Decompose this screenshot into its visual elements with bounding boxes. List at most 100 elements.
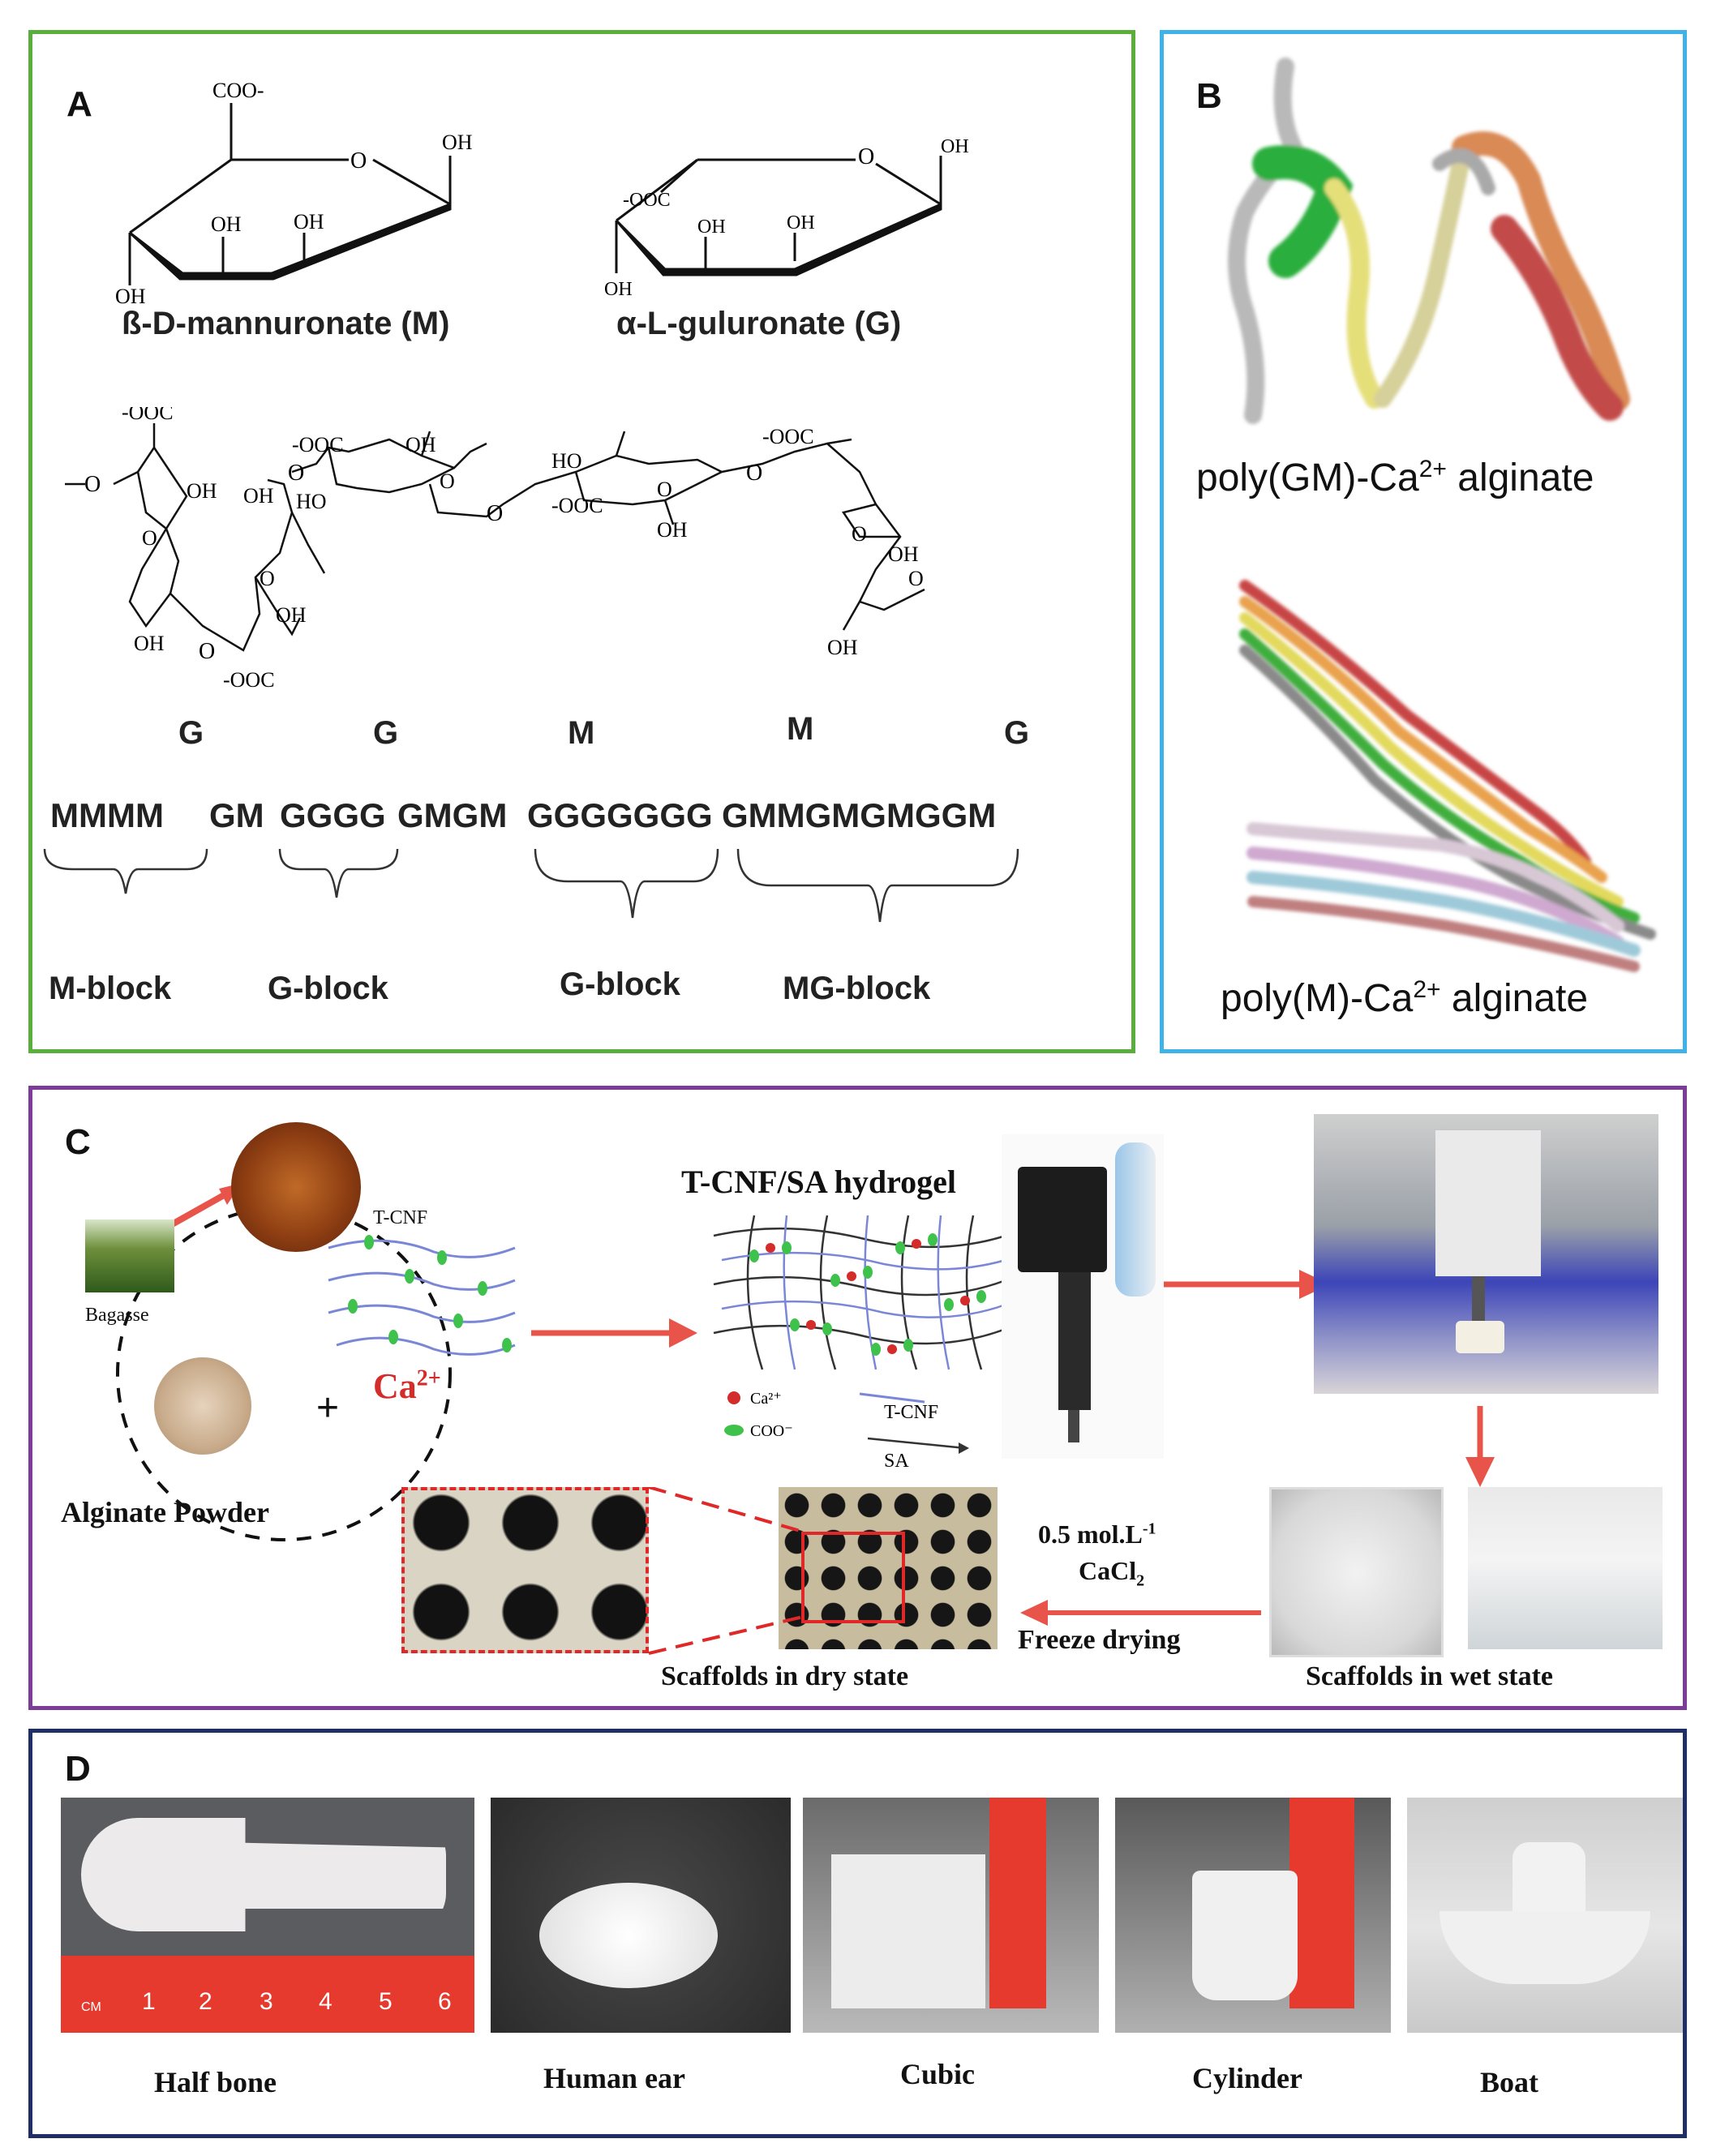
svg-text:O: O <box>350 148 367 174</box>
svg-text:HO: HO <box>551 449 582 473</box>
seq-gmgm: GMGM <box>397 796 508 834</box>
svg-text:O: O <box>858 144 874 169</box>
panel-c: C Bagasse T-CNF + Ca2+ Alginate Powder <box>28 1086 1687 1710</box>
dry-scaffold-photo <box>779 1487 998 1649</box>
calcium-ion: Ca2+ <box>373 1365 441 1406</box>
svg-text:OH: OH <box>888 542 919 566</box>
svg-text:O: O <box>260 567 275 590</box>
ruler: CM 1 2 3 4 5 6 <box>61 1956 474 2033</box>
block-g-1: G-block <box>268 971 388 1006</box>
panel-d-label: D <box>65 1749 91 1789</box>
printer-setup-photo <box>1314 1114 1658 1394</box>
svg-text:T-CNF: T-CNF <box>884 1402 938 1423</box>
panel-c-label: C <box>65 1122 91 1162</box>
svg-text:OH: OH <box>276 603 307 627</box>
svg-text:COO⁻: COO⁻ <box>750 1422 793 1440</box>
dry-state-caption: Scaffolds in dry state <box>661 1661 909 1691</box>
freeze-drying-label: Freeze drying <box>1018 1625 1181 1655</box>
svg-text:O: O <box>84 472 101 497</box>
mannuronate-name: ß-D-mannuronate (M) <box>122 306 450 341</box>
bagasse-label: Bagasse <box>85 1305 149 1326</box>
svg-text:O: O <box>142 526 157 550</box>
mannuronate-structure: COO- O OH OH OH OH <box>115 79 473 308</box>
human-ear-photo <box>491 1798 791 2033</box>
seq-mmmm: MMMM <box>50 796 164 834</box>
hydrogel-title: T-CNF/SA hydrogel <box>681 1164 956 1200</box>
panel-b: B poly(GM)-Ca2+ alginate <box>1160 30 1687 1053</box>
svg-text:O: O <box>199 639 215 664</box>
svg-text:OH: OH <box>115 285 146 308</box>
caption-cylinder: Cylinder <box>1192 2062 1303 2094</box>
alginate-powder-photo <box>154 1357 251 1455</box>
half-bone-photo: CM 1 2 3 4 5 6 <box>61 1798 474 2033</box>
svg-text:O: O <box>487 501 503 526</box>
svg-text:O: O <box>908 567 924 590</box>
arrow-to-printer <box>1164 1270 1330 1299</box>
poly-gm-structure-image <box>1228 58 1630 424</box>
seq-gggg: GGGG <box>280 796 386 834</box>
svg-text:-OOC: -OOC <box>551 494 603 517</box>
svg-text:OH: OH <box>787 212 815 234</box>
svg-text:OH: OH <box>657 518 688 542</box>
svg-text:Ca²⁺: Ca²⁺ <box>750 1390 782 1408</box>
panel-b-label: B <box>1196 76 1222 116</box>
plus-sign: + <box>316 1387 340 1429</box>
tcnf-fibers-diagram <box>328 1235 516 1356</box>
svg-text:OH: OH <box>827 636 858 659</box>
printhead-photo <box>1002 1134 1164 1459</box>
boat-photo <box>1407 1798 1683 2033</box>
block-mg: MG-block <box>783 971 931 1006</box>
svg-text:-OOC: -OOC <box>292 433 344 456</box>
svg-text:-OOC: -OOC <box>762 425 814 448</box>
guluronate-structure: O OH -OOC OH OH OH <box>604 136 969 300</box>
seq-gmmgmgmggm: GMMGMGMGGM <box>722 796 997 834</box>
svg-text:OH: OH <box>187 479 217 503</box>
poly-m-structure-image <box>1239 580 1656 972</box>
tcnf-label: T-CNF <box>373 1207 428 1228</box>
block-m: M-block <box>49 971 172 1006</box>
panel-a-label: A <box>67 84 92 124</box>
arrow-crosslink <box>1020 1600 1261 1626</box>
svg-text:HO: HO <box>296 490 327 513</box>
svg-text:-OOC: -OOC <box>122 407 174 424</box>
caption-human-ear: Human ear <box>543 2062 685 2094</box>
alginate-powder-label: Alginate Powder <box>61 1496 269 1528</box>
arrow-to-hydrogel <box>531 1318 697 1348</box>
svg-text:-OOC: -OOC <box>623 190 671 211</box>
zoom-connector-lines <box>649 1487 804 1655</box>
seq-gm: GM <box>209 796 264 834</box>
wet-state-caption: Scaffolds in wet state <box>1306 1661 1554 1691</box>
poly-m-caption: poly(M)-Ca2+ alginate <box>1221 976 1589 1020</box>
cubic-photo <box>803 1798 1099 2033</box>
concentration-label: 0.5 mol.L-1 <box>1038 1519 1156 1549</box>
svg-text:OH: OH <box>941 136 969 157</box>
svg-text:O: O <box>440 469 455 493</box>
chain-unit-2: G <box>373 715 399 751</box>
chain-unit-1: G <box>178 715 204 751</box>
guluronate-name: α-L-guluronate (G) <box>616 306 902 341</box>
svg-text:O: O <box>657 478 672 501</box>
mannuronate-coo: COO- <box>212 79 264 102</box>
hydrogel-legend: Ca²⁺ COO⁻ T-CNF SA <box>724 1390 969 1471</box>
svg-text:O: O <box>288 461 304 486</box>
block-braces <box>43 848 1019 923</box>
bagasse-photo <box>85 1219 174 1292</box>
wet-scaffold-side-photo <box>1468 1487 1663 1649</box>
alginate-chain-structure: O -OOC OH O OH O -OOC OH O OH O -OOC OH … <box>65 407 925 692</box>
arrow-down <box>1465 1406 1495 1487</box>
svg-text:O: O <box>852 522 867 546</box>
panel-a: A COO- O OH OH OH OH ß-D-mannuronate (M) <box>28 30 1135 1053</box>
svg-text:OH: OH <box>604 279 633 300</box>
caption-boat: Boat <box>1480 2066 1538 2098</box>
cylinder-photo <box>1115 1798 1391 2033</box>
seq-ggggggg: GGGGGGG <box>527 796 713 834</box>
svg-text:OH: OH <box>243 484 274 508</box>
block-g-2: G-block <box>560 967 680 1002</box>
tcnf-micrograph <box>231 1122 361 1252</box>
caption-cubic: Cubic <box>900 2058 976 2090</box>
svg-text:O: O <box>746 461 762 486</box>
svg-text:SA: SA <box>884 1451 909 1471</box>
svg-text:-OOC: -OOC <box>223 668 275 692</box>
wet-scaffold-top-photo <box>1269 1487 1444 1657</box>
chain-unit-4: M <box>787 711 814 747</box>
